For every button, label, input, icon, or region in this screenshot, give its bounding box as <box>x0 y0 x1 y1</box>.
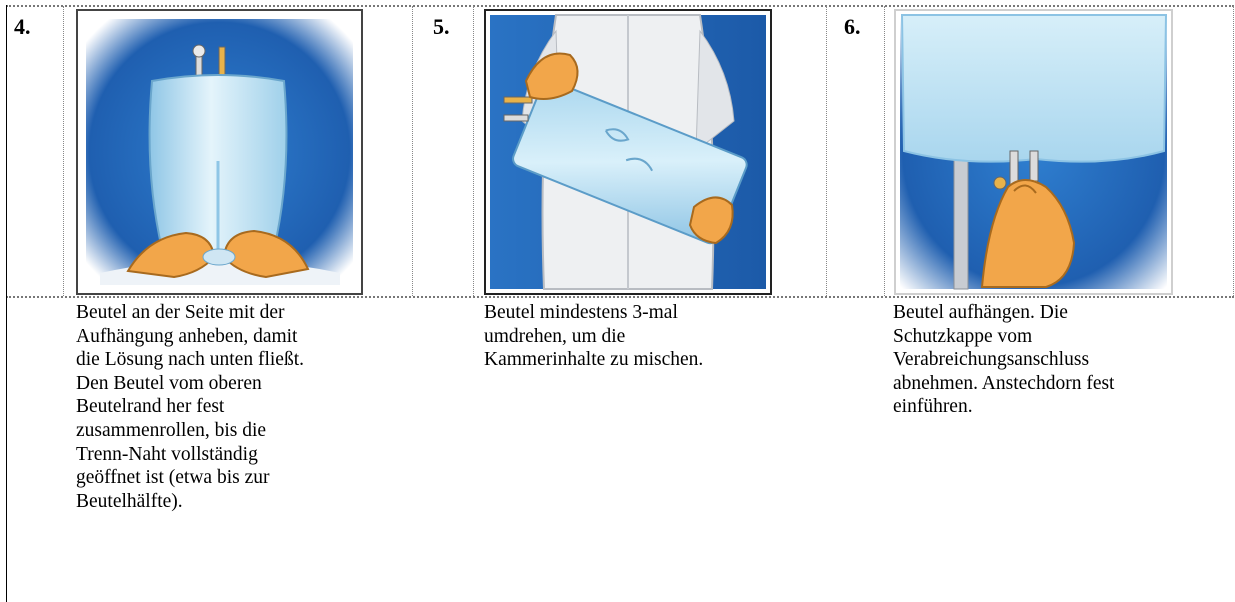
cell-divider <box>63 6 64 296</box>
step-4-description: Beutel an der Seite mit der Aufhängung a… <box>76 301 316 513</box>
cell-divider <box>884 6 885 296</box>
step-5-number: 5. <box>433 14 450 40</box>
table-left-border <box>6 5 7 602</box>
step-5-illustration <box>484 9 772 295</box>
step-6-illustration <box>894 9 1173 295</box>
step-4-number: 4. <box>14 14 31 40</box>
step-4-illustration <box>76 9 363 295</box>
table-row-divider <box>6 296 1234 298</box>
step-5-description: Beutel mindestens 3-mal umdrehen, um die… <box>484 301 724 372</box>
cell-divider <box>412 6 413 296</box>
cell-divider <box>826 6 827 296</box>
step-6-description: Beutel aufhängen. Die Schutzkappe vom Ve… <box>893 301 1133 419</box>
cell-divider <box>473 6 474 296</box>
step-6-number: 6. <box>844 14 861 40</box>
cell-divider <box>1233 6 1234 296</box>
table-top-border <box>6 5 1234 7</box>
